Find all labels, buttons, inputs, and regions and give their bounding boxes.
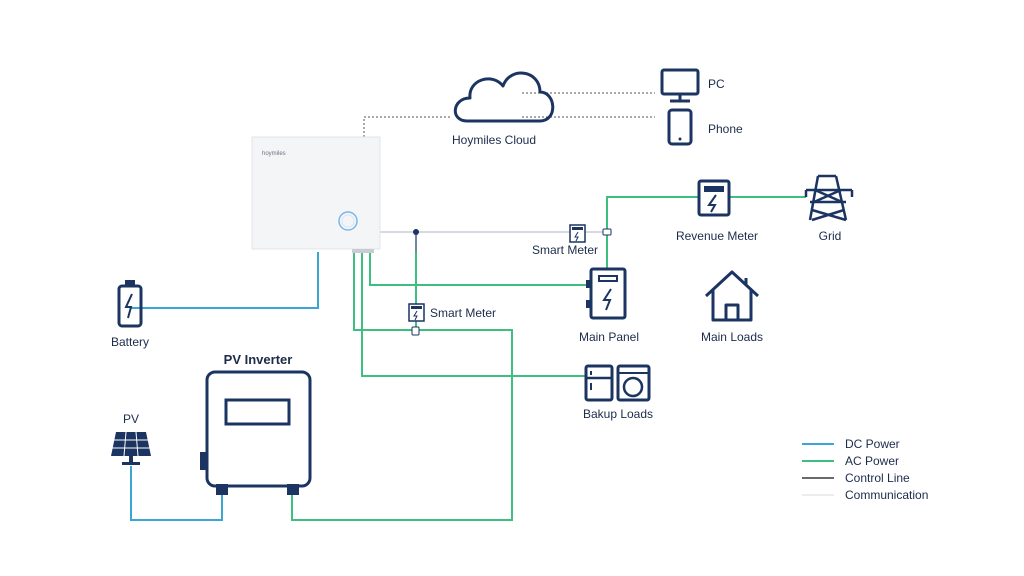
- hybrid-inverter-node: hoymiles: [251, 136, 381, 253]
- battery-node: Battery: [111, 280, 149, 349]
- ct-clamp-top: [602, 228, 612, 236]
- hybrid-inverter-icon: [251, 136, 381, 250]
- legend: DC Power AC Power Control Line Communica…: [802, 437, 928, 502]
- pc-node: PC: [660, 68, 725, 103]
- cloud-icon: [453, 71, 555, 123]
- revenue-meter-label: Revenue Meter: [676, 229, 758, 243]
- main-loads-label: Main Loads: [701, 330, 763, 344]
- dc-line-pv: [130, 466, 223, 521]
- house-icon: [704, 270, 760, 322]
- smart-meter-mid-label: Smart Meter: [430, 306, 496, 320]
- ac-line-revenue-panel: [606, 196, 698, 268]
- cloud-node: Hoymiles Cloud: [452, 71, 555, 147]
- transmission-tower-icon: [804, 174, 854, 222]
- ct-clamp-mid: [411, 326, 420, 336]
- main-panel-node: Main Panel: [579, 267, 639, 344]
- ac-line-inverter-panel: [369, 252, 586, 286]
- legend-label-dc: DC Power: [845, 437, 900, 451]
- junction-dot: [413, 229, 419, 235]
- meter-icon: [697, 179, 731, 217]
- main-panel-label: Main Panel: [579, 330, 639, 344]
- backup-loads-node: Bakup Loads: [583, 364, 653, 421]
- solar-panel-icon: [111, 431, 151, 465]
- phone-node: Phone: [667, 108, 743, 146]
- appliances-icon: [584, 364, 651, 402]
- pv-node: PV: [111, 412, 151, 465]
- backup-loads-label: Bakup Loads: [583, 407, 653, 421]
- dc-line-battery: [130, 252, 319, 309]
- smart-meter-mid-node: Smart Meter: [408, 303, 496, 336]
- pv-inverter-node: PV Inverter: [200, 352, 312, 495]
- phone-label: Phone: [708, 122, 743, 136]
- pv-inverter-icon: [200, 370, 312, 495]
- main-loads-node: Main Loads: [701, 270, 763, 344]
- battery-label: Battery: [111, 335, 149, 349]
- legend-label-control: Control Line: [845, 471, 910, 485]
- pc-label: PC: [708, 77, 725, 91]
- revenue-meter-node: Revenue Meter: [676, 179, 758, 243]
- grid-label: Grid: [819, 229, 842, 243]
- cloud-label: Hoymiles Cloud: [452, 133, 536, 147]
- pv-inverter-label: PV Inverter: [224, 352, 293, 367]
- grid-node: Grid: [804, 174, 854, 243]
- smart-meter-top-node: Smart Meter: [532, 224, 612, 257]
- comm-line-inverter-cloud: [363, 116, 450, 137]
- smart-meter-top-label: Smart Meter: [532, 243, 598, 257]
- inverter-indicator-ring: [338, 211, 358, 231]
- meter-icon: [569, 224, 586, 243]
- monitor-icon: [660, 68, 700, 103]
- pv-label: PV: [123, 412, 139, 426]
- inverter-brand: hoymiles: [262, 151, 286, 157]
- ac-line-pvinverter-meter: [291, 252, 513, 521]
- ac-line-inverter-right: [353, 252, 416, 331]
- electrical-panel-icon: [586, 267, 627, 320]
- legend-label-ac: AC Power: [845, 454, 899, 468]
- meter-icon: [408, 303, 425, 322]
- legend-label-communication: Communication: [845, 488, 928, 502]
- phone-icon: [667, 108, 693, 146]
- battery-icon: [117, 280, 143, 328]
